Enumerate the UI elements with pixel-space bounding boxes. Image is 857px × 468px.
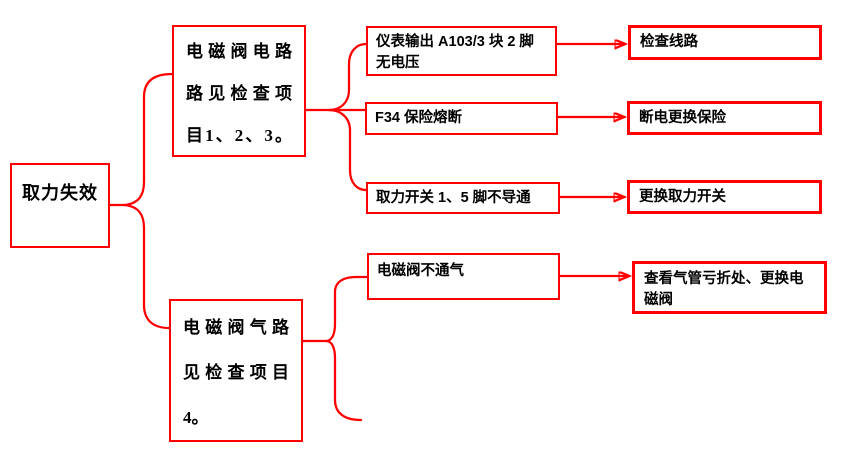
node-line: 见检查项目	[183, 363, 289, 382]
node-fault-label: 仪表输出 A103/3 块 2 脚无电压	[376, 34, 534, 71]
node-remedy-replace-valve: 查看气管亏折处、更换电磁阀	[632, 261, 827, 314]
node-solenoid-air-circuit: 电磁阀气路 见检查项目 4。	[169, 299, 303, 442]
node-pto-failure: 取力失效	[10, 163, 110, 248]
node-line: 电磁阀电路	[186, 42, 292, 61]
node-fault-label: F34 保险熔断	[375, 110, 463, 126]
node-fault-switch-open: 取力开关 1、5 脚不导通	[366, 182, 560, 214]
node-remedy-label: 断电更换保险	[639, 109, 726, 126]
node-fault-instrument-output: 仪表输出 A103/3 块 2 脚无电压	[366, 26, 557, 76]
node-remedy-replace-switch: 更换取力开关	[627, 180, 822, 214]
brace-air	[301, 275, 369, 422]
node-solenoid-electric-circuit: 电磁阀电路 路见检查项 目1、2、3。	[172, 25, 306, 157]
brace-electric	[304, 42, 368, 192]
node-fault-label: 取力开关 1、5 脚不导通	[376, 189, 531, 206]
node-fault-valve-no-air: 电磁阀不通气	[367, 253, 560, 300]
node-remedy-label: 检查线路	[640, 34, 698, 50]
node-line: 目1、2、3。	[186, 126, 292, 145]
node-remedy-check-wiring: 检查线路	[628, 25, 822, 60]
node-line: 电磁阀气路	[183, 318, 289, 337]
node-remedy-label: 查看气管亏折处、更换电磁阀	[644, 271, 804, 308]
node-fault-fuse-blown: F34 保险熔断	[365, 102, 558, 135]
node-line: 路见检查项	[186, 84, 292, 103]
node-pto-failure-label: 取力失效	[22, 183, 98, 203]
node-fault-label: 电磁阀不通气	[377, 263, 464, 279]
brace-root	[108, 72, 174, 330]
node-remedy-replace-fuse: 断电更换保险	[627, 101, 822, 135]
node-remedy-label: 更换取力开关	[639, 188, 726, 205]
node-line: 4。	[183, 408, 209, 427]
